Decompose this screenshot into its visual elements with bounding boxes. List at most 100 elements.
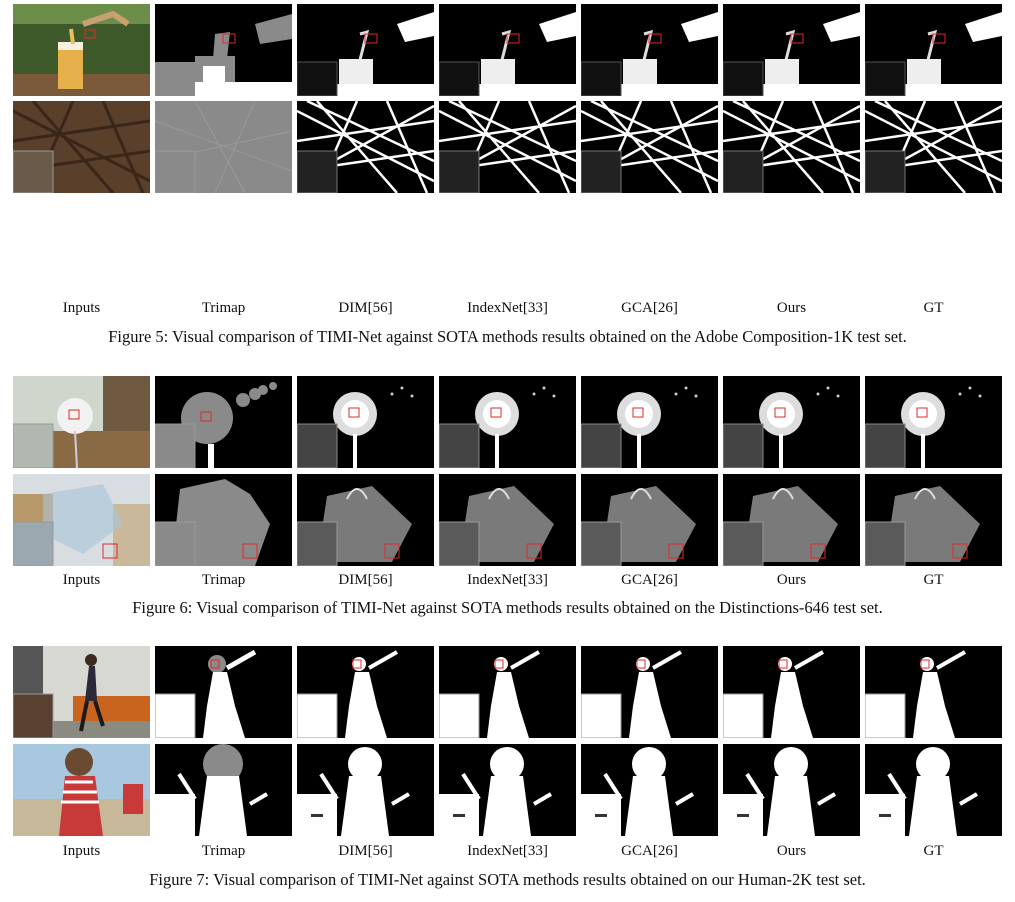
beer-pour-gca-matte [581, 4, 718, 96]
plastic-bag-dim-matte [297, 474, 434, 566]
column-label: Trimap [201, 843, 246, 859]
tile-gt [865, 646, 1002, 738]
column-label: DIM[56] [338, 300, 393, 316]
dancer-gca-matte [581, 646, 718, 738]
tile-gca [581, 4, 718, 96]
tile-dim [297, 474, 434, 566]
column-label: Trimap [201, 572, 246, 588]
image-row [0, 646, 1015, 738]
tile-gt [865, 101, 1002, 193]
dandelion-ours-matte [723, 376, 860, 468]
column-label: IndexNet[33] [467, 843, 548, 859]
column-label: IndexNet[33] [467, 300, 548, 316]
woman-hair-gt-matte [865, 744, 1002, 836]
image-row [0, 376, 1015, 468]
dancer-gt-matte [865, 646, 1002, 738]
tile-inputs [13, 474, 150, 566]
beer-pour-indexnet-matte [439, 4, 576, 96]
image-row [0, 4, 1015, 96]
plastic-bag-indexnet-matte [439, 474, 576, 566]
dancer-ours-matte [723, 646, 860, 738]
tile-trimap [155, 474, 292, 566]
tile-trimap [155, 744, 292, 836]
dancer-input-image [13, 646, 150, 738]
tile-ours [723, 646, 860, 738]
fiber-net-gt-matte [865, 101, 1002, 193]
tile-indexnet [439, 376, 576, 468]
tile-gca [581, 474, 718, 566]
woman-hair-input-image [13, 744, 150, 836]
dancer-dim-matte [297, 646, 434, 738]
fiber-net-ours-matte [723, 101, 860, 193]
tile-ours [723, 474, 860, 566]
tile-indexnet [439, 474, 576, 566]
tile-trimap [155, 646, 292, 738]
tile-gca [581, 101, 718, 193]
beer-pour-ours-matte [723, 4, 860, 96]
tile-inputs [13, 4, 150, 96]
beer-pour-trimap [155, 4, 292, 96]
dancer-trimap [155, 646, 292, 738]
tile-gca [581, 744, 718, 836]
tile-inputs [13, 744, 150, 836]
column-labels: Inputs Trimap DIM[56] IndexNet[33] GCA[2… [0, 843, 1015, 865]
column-label: GCA[26] [621, 572, 678, 588]
dandelion-gt-matte [865, 376, 1002, 468]
plastic-bag-ours-matte [723, 474, 860, 566]
tile-dim [297, 4, 434, 96]
tile-inputs [13, 101, 150, 193]
column-label: Ours [776, 300, 807, 316]
column-label: GT [923, 572, 944, 588]
plastic-bag-trimap [155, 474, 292, 566]
column-label: Ours [776, 843, 807, 859]
image-row [0, 744, 1015, 836]
column-label: DIM[56] [338, 572, 393, 588]
beer-pour-gt-matte [865, 4, 1002, 96]
dandelion-gca-matte [581, 376, 718, 468]
tile-gt [865, 474, 1002, 566]
column-label: Trimap [201, 300, 246, 316]
tile-gca [581, 646, 718, 738]
dandelion-dim-matte [297, 376, 434, 468]
column-label: GT [923, 300, 944, 316]
column-label: GCA[26] [621, 843, 678, 859]
dancer-indexnet-matte [439, 646, 576, 738]
tile-trimap [155, 4, 292, 96]
figure-caption: Figure 7: Visual comparison of TIMI-Net … [149, 870, 866, 889]
tile-ours [723, 101, 860, 193]
plastic-bag-gt-matte [865, 474, 1002, 566]
fiber-net-gca-matte [581, 101, 718, 193]
plastic-bag-gca-matte [581, 474, 718, 566]
woman-hair-dim-matte [297, 744, 434, 836]
dandelion-input-image [13, 376, 150, 468]
tile-gt [865, 376, 1002, 468]
fiber-net-dim-matte [297, 101, 434, 193]
fiber-net-trimap [155, 101, 292, 193]
plastic-bag-input-image [13, 474, 150, 566]
tile-gt [865, 744, 1002, 836]
tile-dim [297, 646, 434, 738]
tile-ours [723, 4, 860, 96]
tile-indexnet [439, 101, 576, 193]
figure-caption: Figure 6: Visual comparison of TIMI-Net … [132, 598, 883, 617]
tile-dim [297, 744, 434, 836]
column-label: DIM[56] [338, 843, 393, 859]
column-label: Ours [776, 572, 807, 588]
column-label: Inputs [62, 572, 101, 588]
tile-trimap [155, 101, 292, 193]
figure-caption: Figure 5: Visual comparison of TIMI-Net … [108, 327, 907, 346]
tile-indexnet [439, 4, 576, 96]
tile-indexnet [439, 744, 576, 836]
woman-hair-indexnet-matte [439, 744, 576, 836]
column-label: IndexNet[33] [467, 572, 548, 588]
tile-indexnet [439, 646, 576, 738]
fiber-net-indexnet-matte [439, 101, 576, 193]
woman-hair-gca-matte [581, 744, 718, 836]
tile-dim [297, 376, 434, 468]
tile-gt [865, 4, 1002, 96]
column-labels: Inputs Trimap DIM[56] IndexNet[33] GCA[2… [0, 300, 1015, 322]
tile-inputs [13, 646, 150, 738]
tile-inputs [13, 376, 150, 468]
column-labels: Inputs Trimap DIM[56] IndexNet[33] GCA[2… [0, 572, 1015, 594]
tile-dim [297, 101, 434, 193]
